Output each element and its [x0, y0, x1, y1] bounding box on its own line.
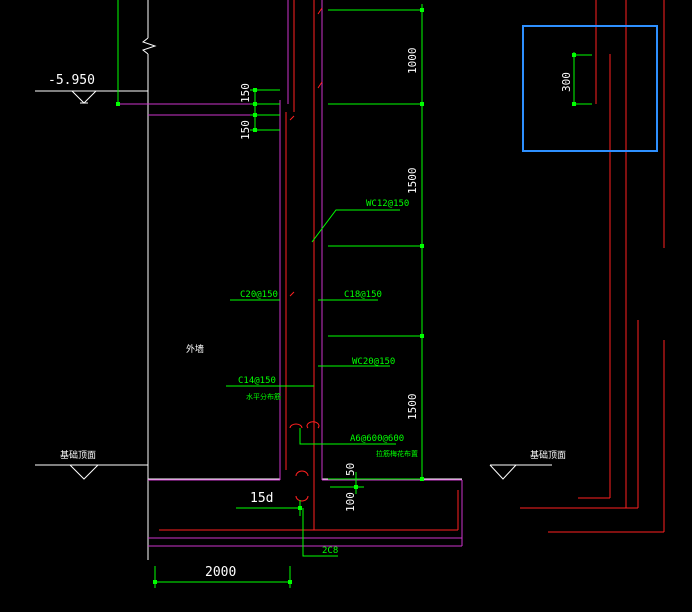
- dim-15d-label: 15d: [250, 491, 273, 506]
- dim-1500-lower-label: 1500: [406, 394, 419, 421]
- rebar-a6-label: A6@600@600: [350, 434, 404, 444]
- note-c14-label: 水平分布筋: [246, 392, 281, 401]
- dim-100-label: 100: [344, 492, 357, 512]
- rebar-wc12-label: WC12@150: [366, 199, 409, 209]
- green-dimension-lines: [117, 0, 592, 588]
- dim-300-label: 300: [560, 72, 573, 92]
- rebar-c14-label: C14@150: [238, 376, 276, 386]
- dim-150-bottom-label: 150: [239, 120, 252, 140]
- red-rebar-lines: [159, 0, 665, 533]
- dim-1500-upper-label: 1500: [406, 168, 419, 195]
- dim-50-label: 50: [344, 463, 357, 476]
- magenta-outline: [118, 0, 463, 547]
- rebar-2c8-label: 2C8: [322, 546, 338, 556]
- dim-150-top-label: 150: [239, 83, 252, 103]
- green-dimension-ticks: [116, 8, 576, 584]
- dim-2000-label: 2000: [205, 565, 236, 580]
- note-wall-label: 外墙: [186, 343, 204, 355]
- note-ground-right-label: 基础顶面: [530, 449, 566, 461]
- selection-box[interactable]: [522, 25, 658, 152]
- elevation-label: -5.950: [48, 73, 95, 88]
- rebar-c18-label: C18@150: [344, 290, 382, 300]
- rebar-wc20-label: WC20@150: [352, 357, 395, 367]
- dim-1000-label: 1000: [406, 48, 419, 75]
- note-a6-label: 拉筋梅花布置: [376, 449, 418, 458]
- rebar-c20-left-label: C20@150: [240, 290, 278, 300]
- note-ground-left-label: 基础顶面: [60, 449, 96, 461]
